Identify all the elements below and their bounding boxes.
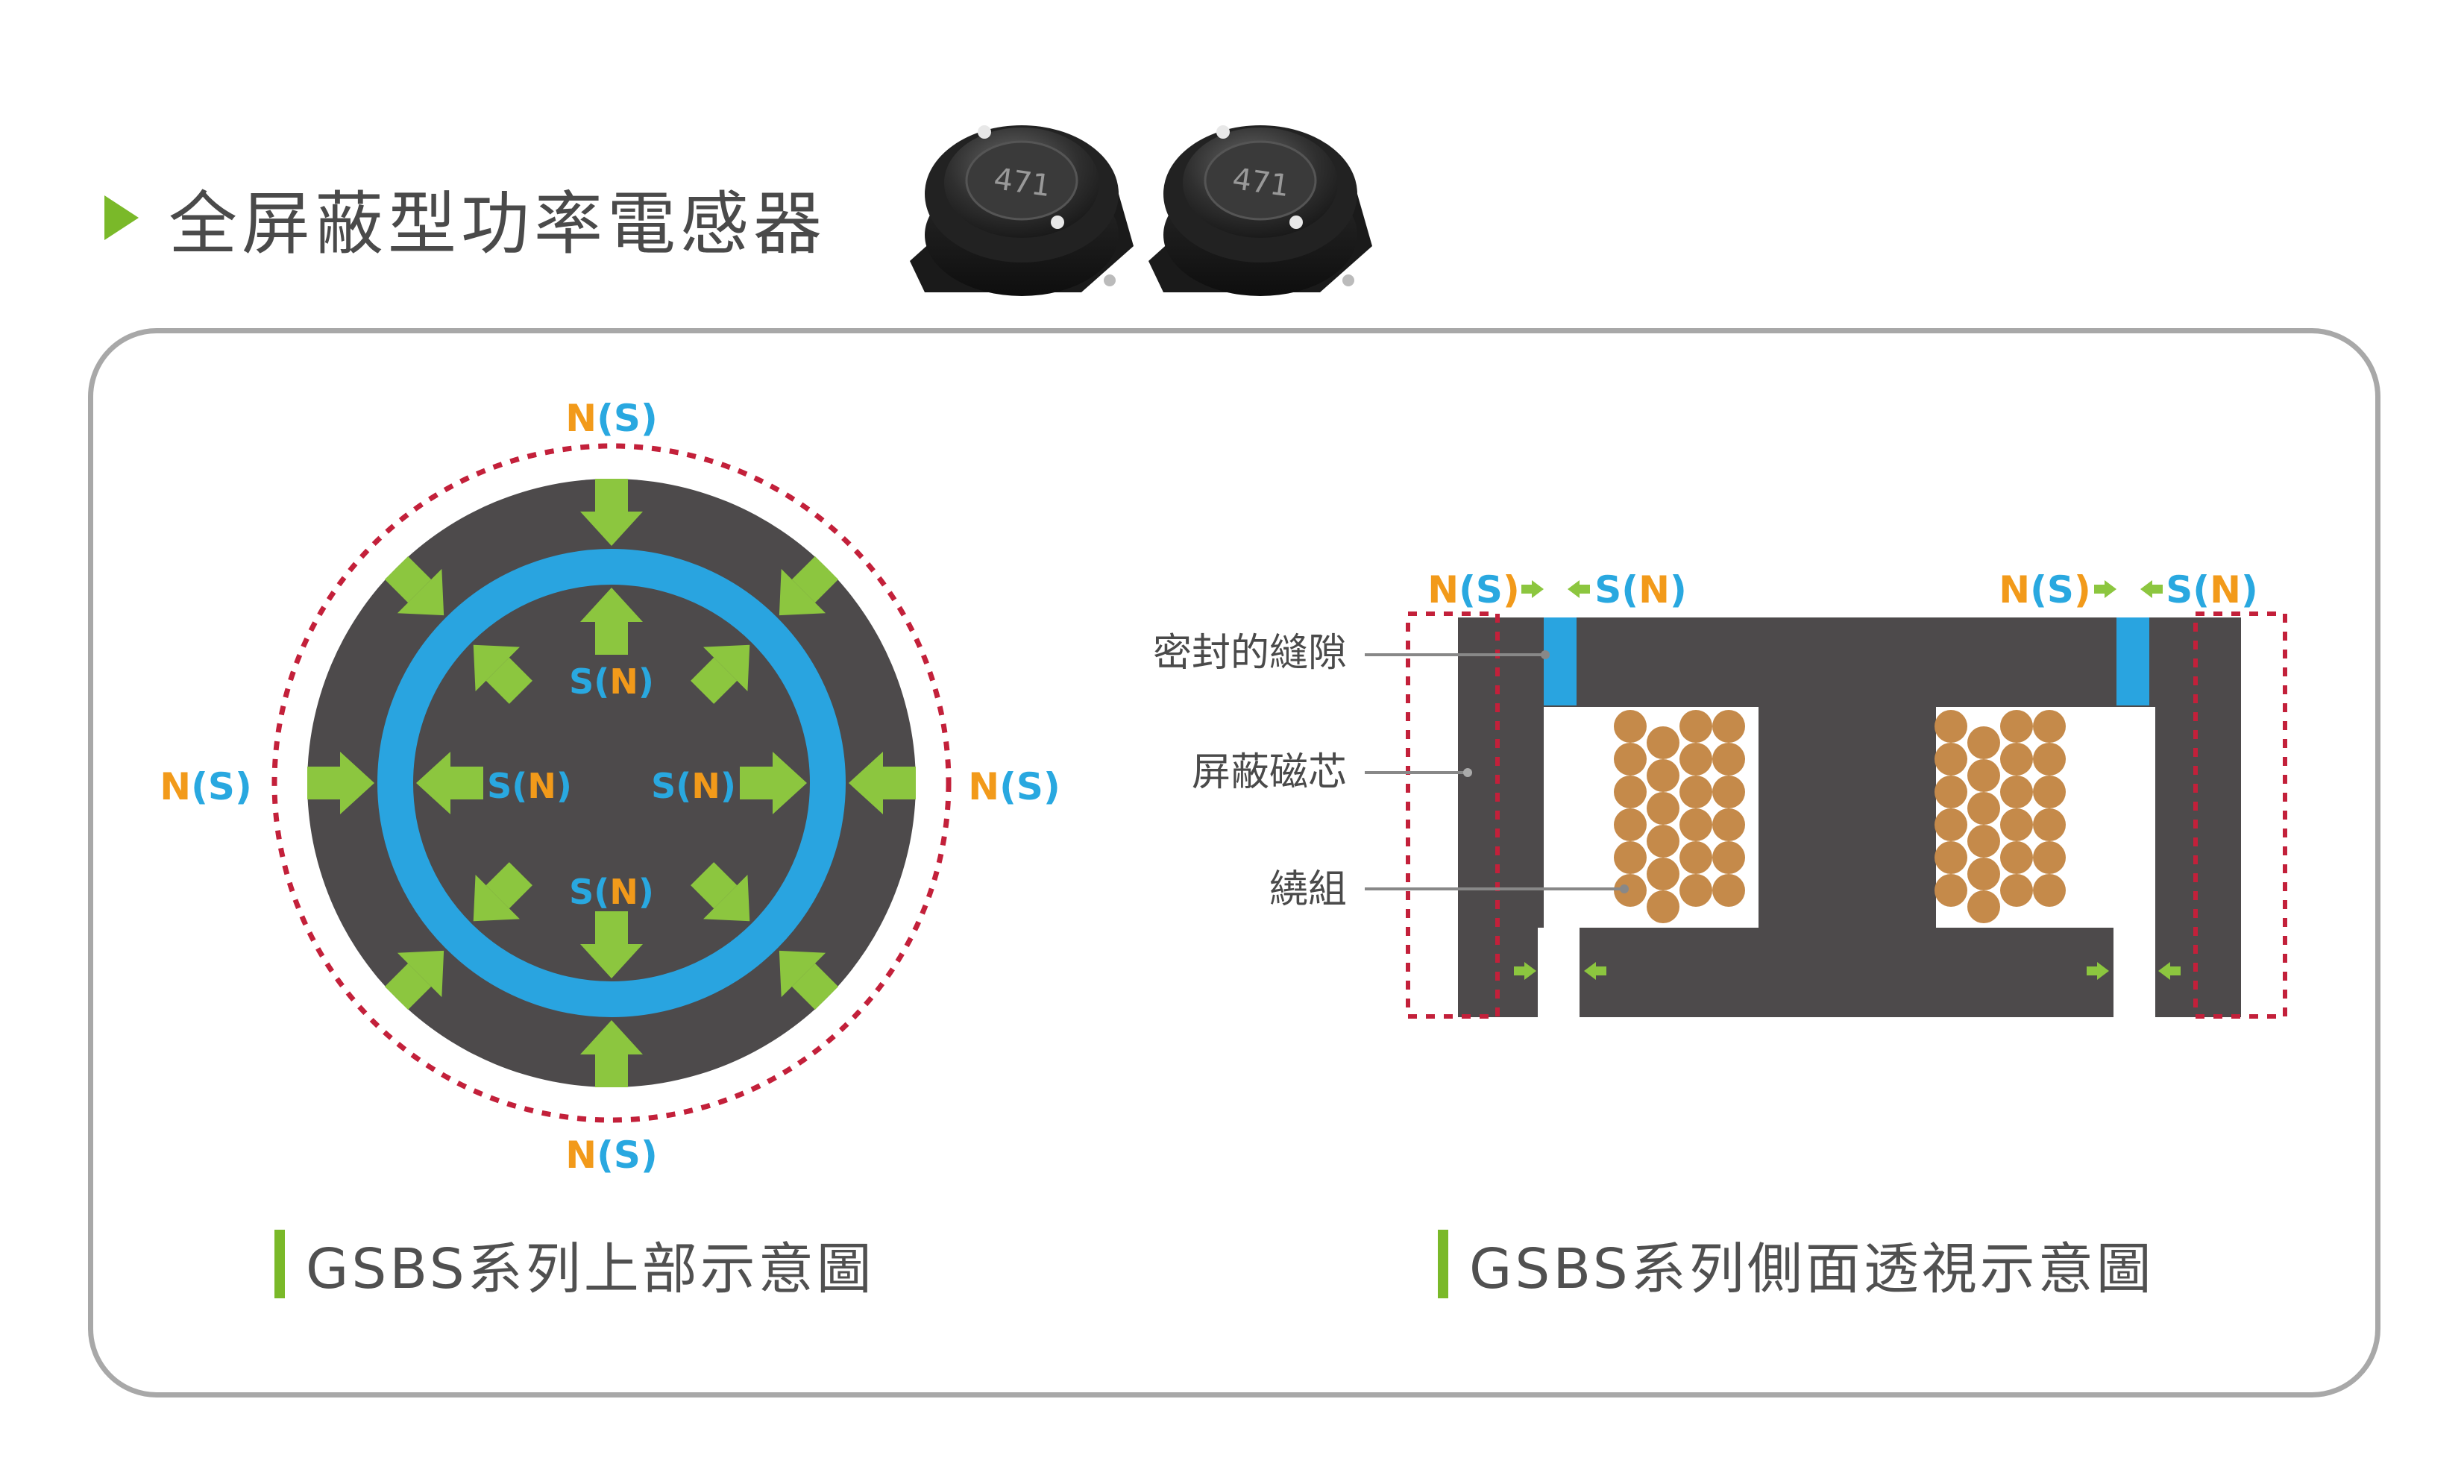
caption-text: GSBS系列上部示意圖 xyxy=(306,1236,875,1301)
winding-wire xyxy=(2000,743,2033,776)
winding-wire xyxy=(1679,710,1712,743)
pole-label-side-2: S(N) xyxy=(1594,568,1687,611)
inner-label-right: S(N) xyxy=(651,766,736,806)
label-sealed-gap: 密封的縫隙 xyxy=(1153,631,1347,676)
winding-wire xyxy=(1935,776,1967,808)
winding-wire xyxy=(1679,841,1712,874)
boundary-box-left xyxy=(1406,611,1500,1019)
winding-wire xyxy=(2000,874,2033,907)
content-frame xyxy=(88,328,2380,1397)
winding-wire xyxy=(2033,874,2066,907)
winding-wire xyxy=(1614,776,1647,808)
inner-label-left: S(N) xyxy=(487,766,572,806)
winding-wire xyxy=(1967,825,2000,858)
winding-wire xyxy=(2033,776,2066,808)
winding-right xyxy=(1935,710,2066,923)
pole-label-right: N(S) xyxy=(968,765,1060,808)
winding-wire xyxy=(1712,710,1745,743)
winding-wire xyxy=(1647,792,1679,825)
winding-wire xyxy=(1712,776,1745,808)
winding-wire xyxy=(1647,825,1679,858)
caption-text: GSBS系列側面透視示意圖 xyxy=(1469,1236,2155,1301)
winding-wire xyxy=(1614,874,1647,907)
winding-wire xyxy=(1647,759,1679,792)
arrow-icon xyxy=(1568,580,1590,598)
winding-wire xyxy=(1935,874,1967,907)
winding-wire xyxy=(1967,726,2000,759)
winding-left xyxy=(1614,710,1745,923)
winding-wire xyxy=(1935,743,1967,776)
product-photo: 471 471 xyxy=(910,125,1372,296)
winding-wire xyxy=(1679,743,1712,776)
winding-wire xyxy=(2000,776,2033,808)
pole-label-side-4: S(N) xyxy=(2166,568,2258,611)
pole-label-bottom: N(S) xyxy=(565,1134,658,1177)
winding-wire xyxy=(1679,776,1712,808)
inductor-right: 471 xyxy=(1148,125,1372,296)
winding-wire xyxy=(1712,874,1745,907)
winding-wire xyxy=(2033,808,2066,841)
top-view-diagram: N(S) N(S) N(S) N(S) S(N) S(N) S(N) S(N) xyxy=(160,397,1060,1177)
inner-label-bottom: S(N) xyxy=(569,872,654,912)
page-title: 全屏蔽型功率電感器 xyxy=(169,183,827,264)
winding-wire xyxy=(1647,726,1679,759)
inner-label-top: S(N) xyxy=(569,661,654,702)
winding-wire xyxy=(2033,841,2066,874)
winding-wire xyxy=(1614,743,1647,776)
sealed-gap-right xyxy=(2116,617,2149,705)
pole-label-side-3: N(S) xyxy=(1999,568,2091,611)
winding-wire xyxy=(2033,710,2066,743)
side-view-diagram: N(S) S(N) N(S) S(N) 密封的縫隙 屏蔽磁芯 繞組 xyxy=(1153,568,2287,1019)
winding-wire xyxy=(1935,710,1967,743)
winding-wire xyxy=(1679,808,1712,841)
caption-side-view: GSBS系列側面透視示意圖 xyxy=(1438,1223,2155,1305)
pole-label-side-1: N(S) xyxy=(1427,568,1520,611)
winding-wire xyxy=(1712,743,1745,776)
sealed-gap-left xyxy=(1544,617,1577,705)
winding-wire xyxy=(1647,890,1679,923)
label-shield-core: 屏蔽磁芯 xyxy=(1192,750,1347,795)
play-triangle-icon xyxy=(104,195,139,240)
bottom-gap-left xyxy=(1538,928,1580,1017)
pole-label-top: N(S) xyxy=(565,397,658,440)
winding-wire xyxy=(1967,890,2000,923)
label-winding: 繞組 xyxy=(1269,867,1347,912)
title-row: 全屏蔽型功率電感器 xyxy=(104,166,826,270)
winding-wire xyxy=(1935,808,1967,841)
inductor-left: 471 xyxy=(910,125,1134,296)
caption-top-view: GSBS系列上部示意圖 xyxy=(274,1223,875,1305)
winding-wire xyxy=(1679,874,1712,907)
winding-wire xyxy=(1614,710,1647,743)
winding-wire xyxy=(1614,841,1647,874)
pole-label-left: N(S) xyxy=(160,765,252,808)
winding-wire xyxy=(1967,792,2000,825)
winding-wire xyxy=(1967,858,2000,890)
winding-wire xyxy=(1614,808,1647,841)
marking-text: 471 xyxy=(992,162,1053,204)
arrow-icon xyxy=(2094,580,2116,598)
winding-wire xyxy=(1712,808,1745,841)
winding-wire xyxy=(2000,710,2033,743)
winding-wire xyxy=(1647,858,1679,890)
caption-bar xyxy=(274,1230,285,1298)
winding-wire xyxy=(1712,841,1745,874)
bottom-gap-right xyxy=(2113,928,2155,1017)
arrow-icon xyxy=(2140,580,2163,598)
gap-ring xyxy=(377,549,846,1017)
marking-text: 471 xyxy=(1231,162,1292,204)
winding-wire xyxy=(1967,759,2000,792)
winding-wire xyxy=(2033,743,2066,776)
boundary-box-right xyxy=(2193,611,2287,1019)
winding-wire xyxy=(2000,808,2033,841)
caption-bar xyxy=(1438,1230,1448,1298)
boundary-circle xyxy=(271,443,952,1123)
winding-wire xyxy=(2000,841,2033,874)
winding-wire xyxy=(1935,841,1967,874)
arrow-icon xyxy=(1521,580,1544,598)
